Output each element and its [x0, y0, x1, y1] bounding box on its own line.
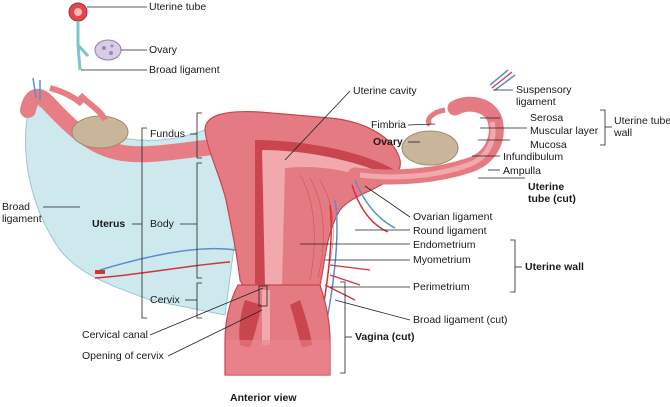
- label-fimbria: Fimbria: [371, 119, 407, 131]
- label-broad-ligament-inset: Broad ligament: [149, 64, 220, 76]
- label-perimetrium: Perimetrium: [413, 281, 470, 293]
- label-infundibulum: Infundibulum: [503, 151, 564, 163]
- label-uterine-tube-cut: Uterine tube (cut): [528, 181, 576, 205]
- label-endometrium: Endometrium: [413, 239, 476, 251]
- ovary-right: [401, 130, 459, 166]
- label-ovary: Ovary: [373, 136, 403, 148]
- label-cervical-canal: Cervical canal: [82, 329, 148, 341]
- inset-ovary: [94, 39, 122, 61]
- label-uterus: Uterus: [92, 218, 126, 230]
- inset-broad-ligament: [76, 21, 90, 71]
- label-ovarian-ligament: Ovarian ligament: [413, 211, 493, 223]
- label-vagina-cut: Vagina (cut): [355, 331, 415, 343]
- label-broad-ligament: Broad ligament: [2, 201, 42, 225]
- label-suspensory-ligament: Suspensory ligament: [516, 84, 572, 108]
- label-muscular-layer: Muscular layer: [530, 125, 599, 137]
- ovary-left: [71, 115, 129, 149]
- label-uterine-cavity: Uterine cavity: [353, 85, 417, 97]
- label-cervix: Cervix: [150, 294, 180, 306]
- label-serosa: Serosa: [530, 112, 564, 124]
- uterus-body: [204, 110, 401, 301]
- label-round-ligament: Round ligament: [413, 225, 487, 237]
- cervical-canal: [262, 290, 270, 345]
- label-anterior-view: Anterior view: [230, 392, 297, 404]
- label-uterine-wall: Uterine wall: [525, 261, 584, 273]
- label-mucosa: Mucosa: [530, 139, 567, 151]
- label-uterine-tube-inset: Uterine tube: [149, 1, 207, 13]
- label-myometrium: Myometrium: [413, 254, 471, 266]
- label-ovary-inset: Ovary: [149, 44, 178, 56]
- label-opening-of-cervix: Opening of cervix: [82, 350, 164, 362]
- inset-diagram: [68, 2, 122, 71]
- label-broad-ligament-cut: Broad ligament (cut): [413, 314, 508, 326]
- inset-tube-lumen: [74, 8, 82, 16]
- leader-lines: [43, 6, 612, 374]
- uterine-cavity: [262, 150, 380, 285]
- label-fundus: Fundus: [150, 128, 186, 140]
- label-ampulla: Ampulla: [503, 165, 541, 177]
- label-uterine-tube-wall: Uterine tube wall: [614, 115, 670, 139]
- label-body: Body: [150, 218, 174, 230]
